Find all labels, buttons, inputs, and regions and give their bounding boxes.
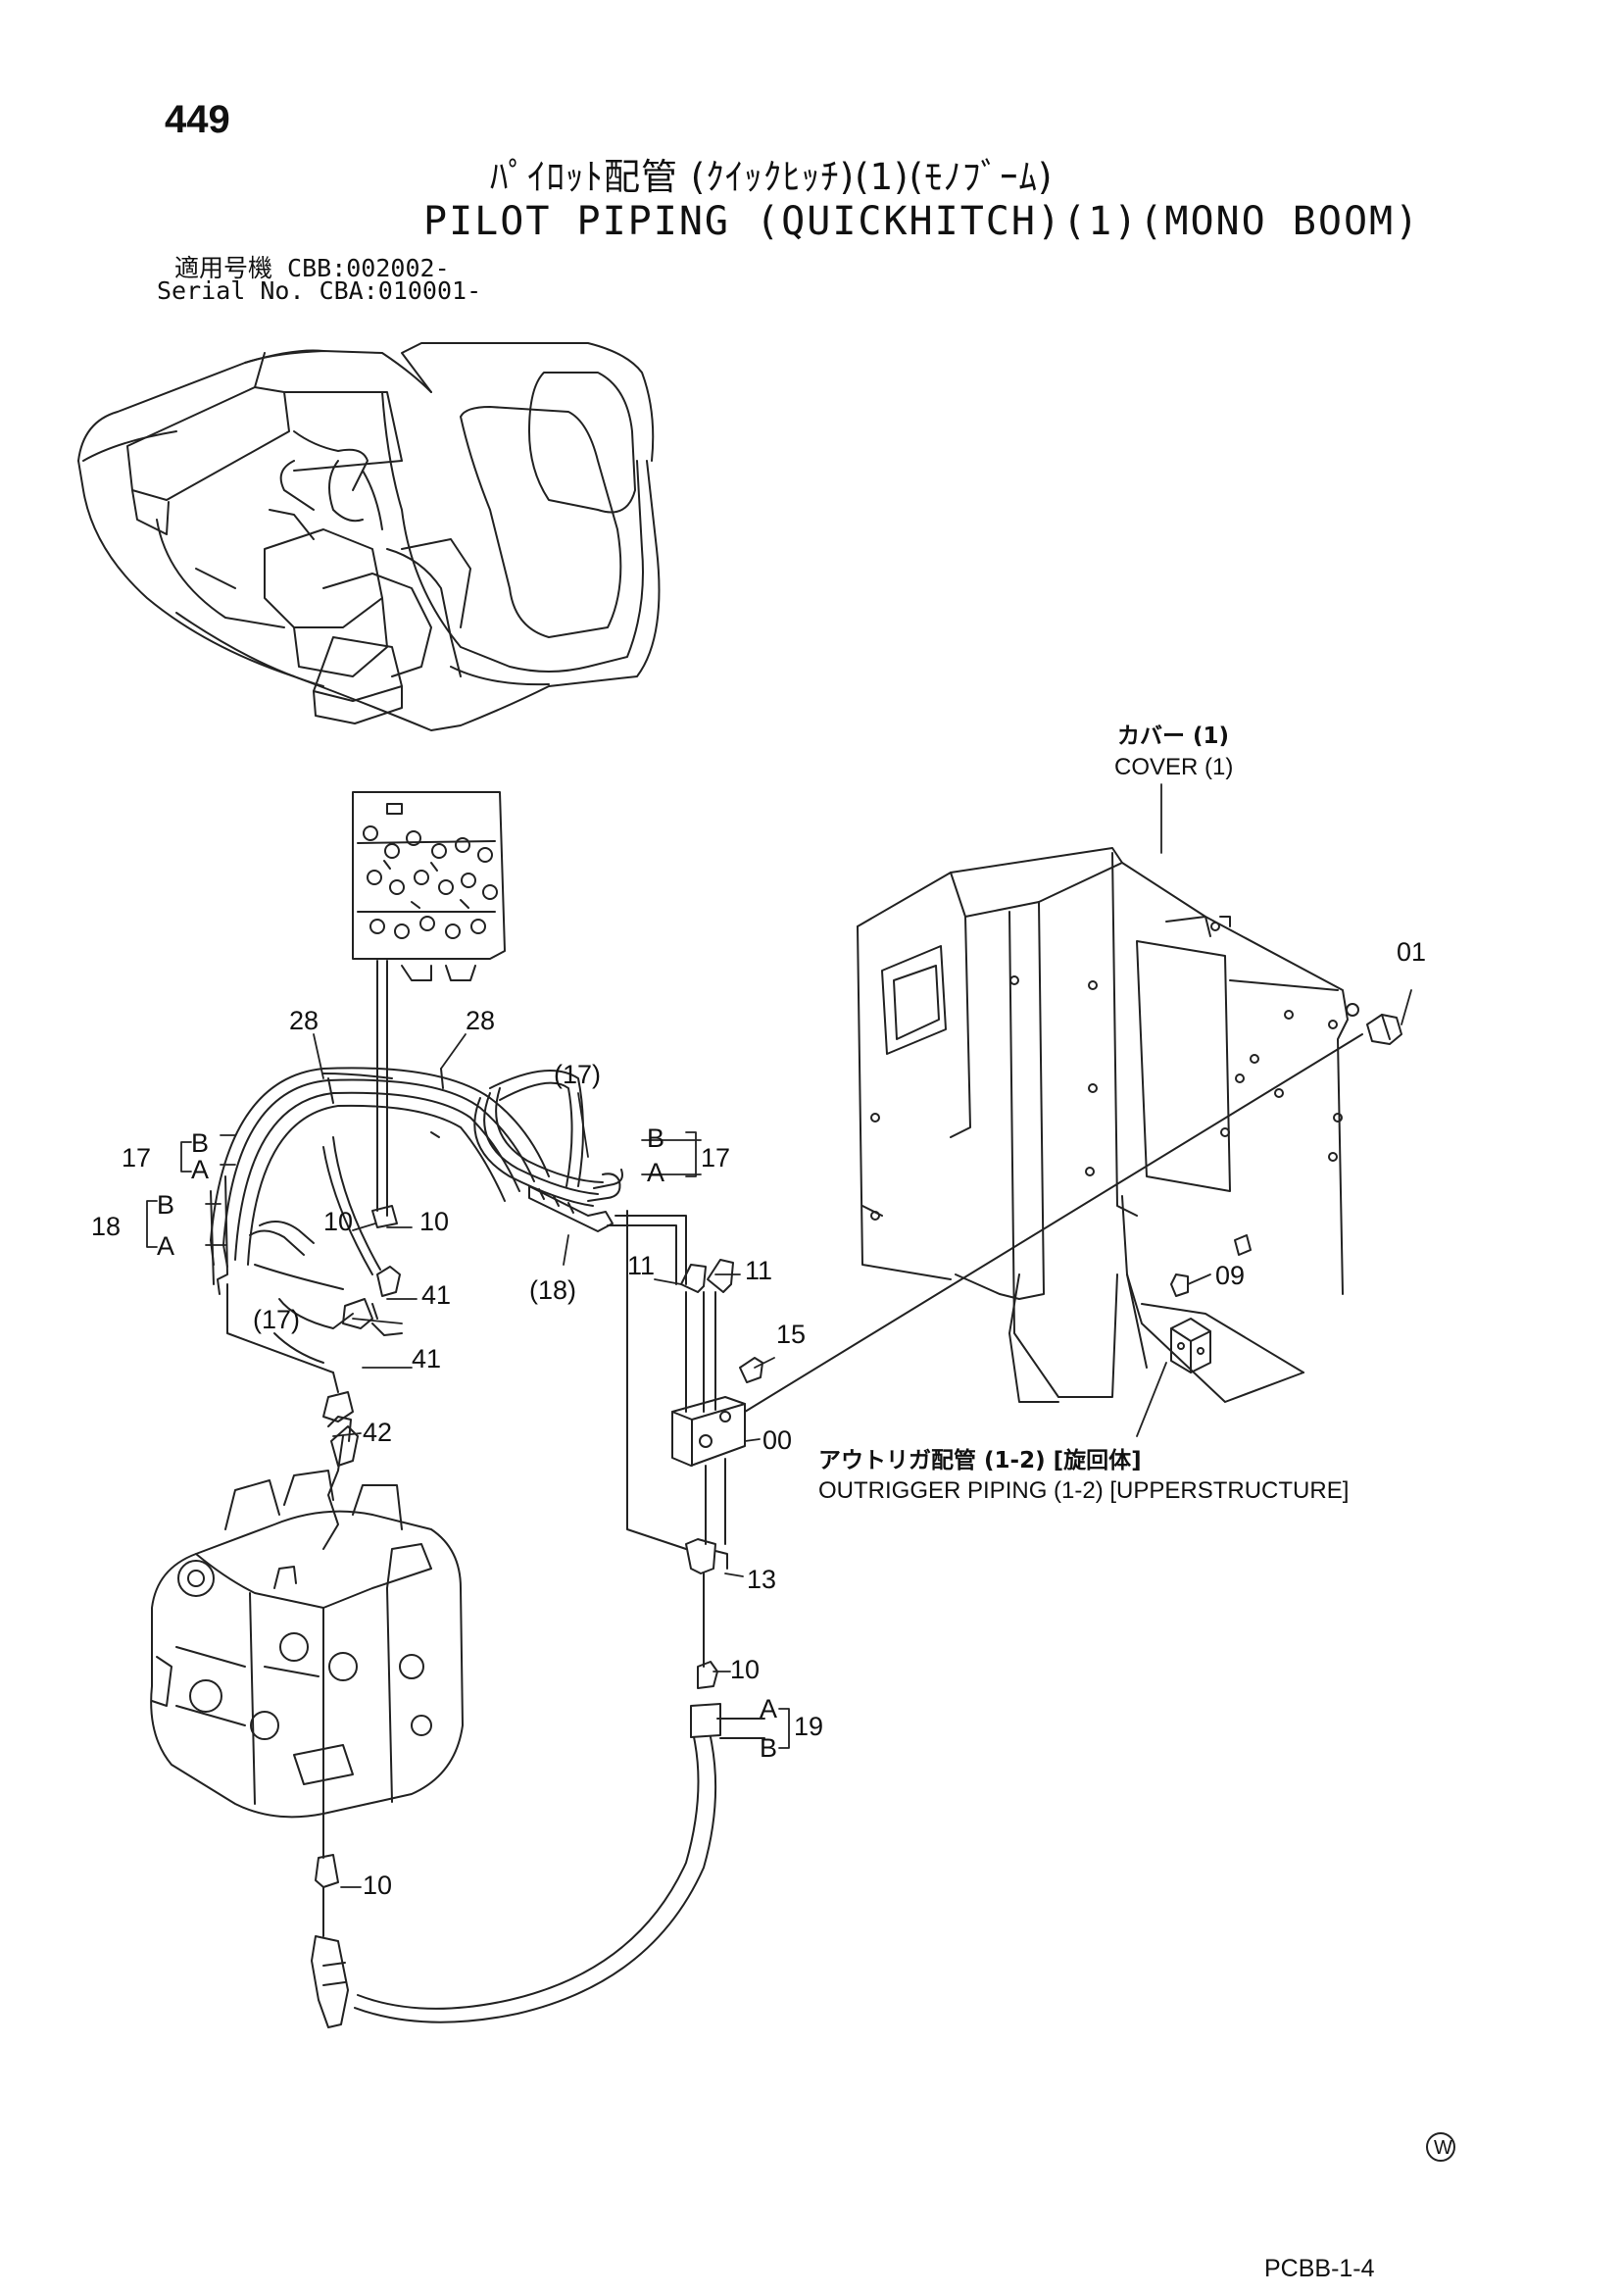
- callout-28-right: 28: [466, 1006, 495, 1035]
- callout-10-a: 10: [323, 1207, 353, 1236]
- callout-b-18-left: B: [157, 1190, 174, 1220]
- callout-10-d: 10: [363, 1871, 392, 1900]
- callout-b-19: B: [760, 1733, 777, 1763]
- svg-text:W: W: [1434, 2137, 1452, 2159]
- callout-09: 09: [1215, 1261, 1245, 1290]
- callout-11-a: 11: [627, 1251, 655, 1280]
- cover-label-japanese: カバー (1): [1117, 724, 1229, 749]
- callout-18-left: 18: [91, 1212, 121, 1241]
- pilot-valve-illustration: [352, 791, 506, 981]
- callout-10-b: 10: [419, 1207, 449, 1236]
- callout-15: 15: [776, 1320, 806, 1349]
- serial-number-range: Serial No. CBA:010001-: [157, 276, 482, 305]
- callout-10-c: 10: [730, 1655, 760, 1684]
- callout-11-b: 11: [745, 1256, 772, 1285]
- callout-13: 13: [747, 1565, 776, 1594]
- callout-17-left: 17: [122, 1143, 151, 1173]
- valve-block-assembly: [626, 1033, 1363, 1574]
- callout-a-18-left: A: [157, 1231, 174, 1261]
- callout-01: 01: [1397, 937, 1426, 967]
- pilot-hose-bundle: [210, 960, 584, 1364]
- callout-17-mid: (17): [253, 1305, 300, 1334]
- callout-42: 42: [363, 1418, 392, 1447]
- callout-17-right: 17: [701, 1143, 730, 1173]
- watermark-circle-icon: W: [1426, 2132, 1455, 2162]
- excavator-overview-illustration: [77, 342, 661, 731]
- page-title-english: PILOT PIPING (QUICKHITCH)(1)(MONO BOOM): [423, 199, 1421, 244]
- callout-28-left: 28: [289, 1006, 319, 1035]
- cover-illustration: [857, 847, 1359, 1403]
- callout-19: 19: [794, 1712, 823, 1741]
- drawing-code: PCBB-1-4: [1264, 2255, 1375, 2282]
- cover-fittings: [1170, 1014, 1402, 1373]
- callout-b-17-right: B: [647, 1123, 664, 1153]
- page-number: 449: [165, 98, 230, 141]
- outrigger-label-japanese: アウトリガ配管 (1-2) [旋回体]: [818, 1447, 1142, 1473]
- cover-label-english: COVER (1): [1114, 754, 1233, 780]
- callout-17-top: (17): [554, 1060, 601, 1089]
- callout-41-b: 41: [412, 1344, 441, 1373]
- left-fittings: [226, 1205, 403, 1423]
- callout-00: 00: [762, 1425, 792, 1455]
- callout-18-mid: (18): [529, 1275, 576, 1305]
- callout-leader-lines: [146, 783, 1412, 1888]
- callout-b-17-left: B: [191, 1128, 209, 1158]
- callout-a-17-right: A: [647, 1158, 664, 1187]
- callout-41-a: 41: [421, 1280, 451, 1310]
- callout-a-17-left: A: [191, 1155, 209, 1184]
- serial-applicable-models: 適用号機 CBB:002002-: [174, 254, 450, 282]
- hose-17-right: [322, 1073, 623, 1207]
- page-title-japanese: ﾊﾟｲﾛｯﾄ配管 (ｸｲｯｸﾋｯﾁ)(1)(ﾓﾉﾌﾞｰﾑ): [490, 156, 1054, 198]
- hose-19: [354, 1572, 765, 2023]
- callout-a-19: A: [760, 1694, 777, 1723]
- hose-18: [528, 1185, 687, 1285]
- callout-labels: 28 28 (17) 17 B A 18 B A B A 17 10 10 41…: [91, 937, 1426, 1900]
- control-valve-illustration: [150, 1416, 464, 2028]
- outrigger-label-english: OUTRIGGER PIPING (1-2) [UPPERSTRUCTURE]: [818, 1477, 1349, 1504]
